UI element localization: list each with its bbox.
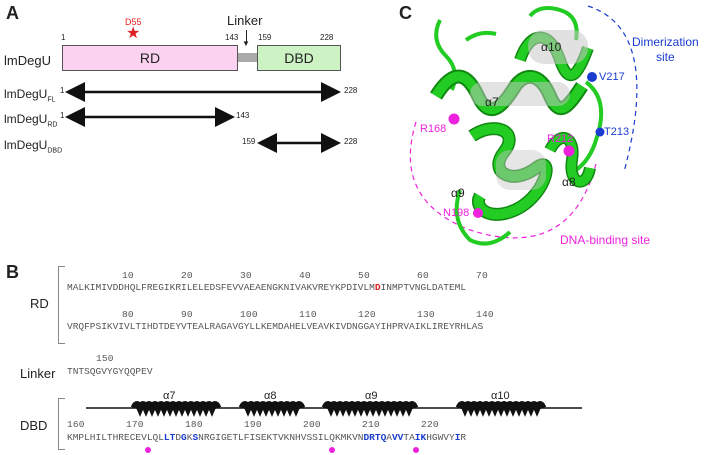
loop-top xyxy=(464,30,497,42)
dbd-domain-box: DBD xyxy=(257,45,341,71)
construct-dbd-end: 228 xyxy=(344,137,358,146)
loop-bottom xyxy=(454,189,512,246)
construct-fl-start: 1 xyxy=(60,86,65,95)
helix-glyph-8 xyxy=(238,401,306,417)
t213-sphere xyxy=(595,127,605,137)
label-r212: R212 xyxy=(547,133,574,145)
n198-sphere xyxy=(473,208,483,218)
linker-bar xyxy=(238,53,257,62)
label-r168: R168 xyxy=(420,123,447,135)
d55-label: D55 xyxy=(125,17,142,27)
helix-label-a8: α8 xyxy=(264,390,277,402)
rd-ruler-1: 10 20 30 40 50 60 70 xyxy=(122,270,488,281)
n198-dot xyxy=(329,447,335,453)
label-n198: N198 xyxy=(443,207,470,219)
panel-letter-b: B xyxy=(6,262,19,282)
helix-glyph-9 xyxy=(321,401,419,417)
label-a10: α10 xyxy=(541,40,562,54)
construct-rd-label: lmDegURD xyxy=(4,112,58,129)
construct-arrows xyxy=(65,82,341,153)
dbd-seq-segment: IK xyxy=(414,432,427,443)
helix-glyphs xyxy=(130,401,547,417)
dbd-seq-segment: K xyxy=(186,432,193,443)
label-a8: α8 xyxy=(562,175,576,189)
dbd-seq-segment: D xyxy=(175,432,182,443)
loop-right xyxy=(574,80,604,172)
pos-228-label: 228 xyxy=(320,33,334,42)
label-t213: T213 xyxy=(604,126,630,138)
r212-sphere xyxy=(563,145,575,157)
label-v217: V217 xyxy=(599,71,625,83)
dbd-seq-segment: A xyxy=(386,432,392,443)
rd-ruler-2: 80 90 100 110 120 130 140 xyxy=(122,309,494,320)
v217-sphere xyxy=(587,72,597,82)
label-a9: α9 xyxy=(451,186,465,200)
dna-contact-dots xyxy=(145,447,419,453)
label-a7: α7 xyxy=(485,95,499,109)
helix-a7 xyxy=(430,69,588,117)
helix-label-a10: α10 xyxy=(491,390,510,402)
dbd-seq-segment: DRTQ xyxy=(363,432,387,443)
dna-binding-site-label: DNA-binding site xyxy=(560,233,651,247)
construct-fl-end: 228 xyxy=(344,86,358,95)
dbd-seq-segment: G xyxy=(181,432,187,443)
dbd-seq-segment: KMPLHILTHRECEVLQL xyxy=(67,432,164,443)
dbd-domain-label: DBD xyxy=(284,50,314,66)
dbd-seq-segment: S xyxy=(192,432,199,443)
linker-section-label: Linker xyxy=(20,366,56,381)
dbd-seq-segment: NRGIGETLFISEKTVKNHVSSILQKMKVN xyxy=(198,432,364,443)
rd-sequence-2: VRQFPSIKVIVLTIHDTDEYVTEALRAGAVGYLLKEMDAH… xyxy=(67,321,484,332)
dimerization-arc xyxy=(587,5,638,173)
dbd-seq-segment: LT xyxy=(163,432,176,443)
helix-glyph-10 xyxy=(455,401,547,417)
dimerization-site-label: Dimerization site xyxy=(632,35,699,64)
r168-dot xyxy=(145,447,151,453)
helix-label-a9: α9 xyxy=(365,390,378,402)
rd-sequence-1: MALKIMIVDDHQLFREGIKRILELEDSFEVVAEAENGKNI… xyxy=(67,282,467,293)
panel-letter-c: C xyxy=(399,3,412,23)
loop-a10-top xyxy=(528,6,579,41)
pos-143-label: 143 xyxy=(225,33,239,42)
helix-glyph-7 xyxy=(130,401,222,417)
dbd-seq-segment: VV xyxy=(391,432,404,443)
r168-sphere xyxy=(448,113,460,125)
construct-rd-start: 1 xyxy=(60,111,65,120)
dbd-seq-segment: I xyxy=(454,432,461,443)
pos-159-label: 159 xyxy=(258,33,272,42)
rd-domain-label: RD xyxy=(139,50,161,66)
pos-1-label: 1 xyxy=(61,33,66,42)
linker-arrow-line xyxy=(246,30,247,42)
linker-sequence: TNTSQGVYGYQQPEV xyxy=(67,366,153,377)
linker-ruler: 150 xyxy=(96,353,114,364)
construct-fl-label: lmDegUFL xyxy=(4,87,56,104)
d55-residue: D xyxy=(374,282,381,293)
construct-dbd-label: lmDegUDBD xyxy=(4,138,63,155)
helix-a10 xyxy=(514,30,594,82)
dbd-seq-segment: HGWVY xyxy=(426,432,455,443)
rd-domain-box: RD xyxy=(62,45,238,71)
helix-a9 xyxy=(468,122,553,221)
helix-label-a7: α7 xyxy=(163,390,176,402)
rd-section-label: RD xyxy=(30,296,49,311)
arrow-down-icon: ▼ xyxy=(242,39,250,48)
structure-cartoon xyxy=(409,5,638,246)
dbd-seq-segment: R xyxy=(460,432,467,443)
construct-rd-end: 143 xyxy=(236,111,250,120)
dbd-sequence: KMPLHILTHRECEVLQLLTDGKSNRGIGETLFISEKTVKN… xyxy=(67,432,466,443)
dbd-seq-segment: TA xyxy=(403,432,415,443)
dbd-section-label: DBD xyxy=(20,418,48,433)
construct-dbd-start: 159 xyxy=(242,137,256,146)
helix-a8 xyxy=(544,132,596,188)
dna-binding-arc xyxy=(409,121,597,239)
dbd-bracket xyxy=(58,398,65,450)
linker-label: Linker xyxy=(227,13,263,28)
panel-letter-a: A xyxy=(6,3,19,23)
secondary-structure-track xyxy=(86,401,582,417)
star-icon: ★ xyxy=(126,25,141,42)
protein-name: lmDegU xyxy=(4,53,51,68)
rd-bracket xyxy=(58,266,65,344)
r212-dot xyxy=(413,447,419,453)
dbd-ruler: 160 170 180 190 200 210 220 xyxy=(67,419,439,430)
